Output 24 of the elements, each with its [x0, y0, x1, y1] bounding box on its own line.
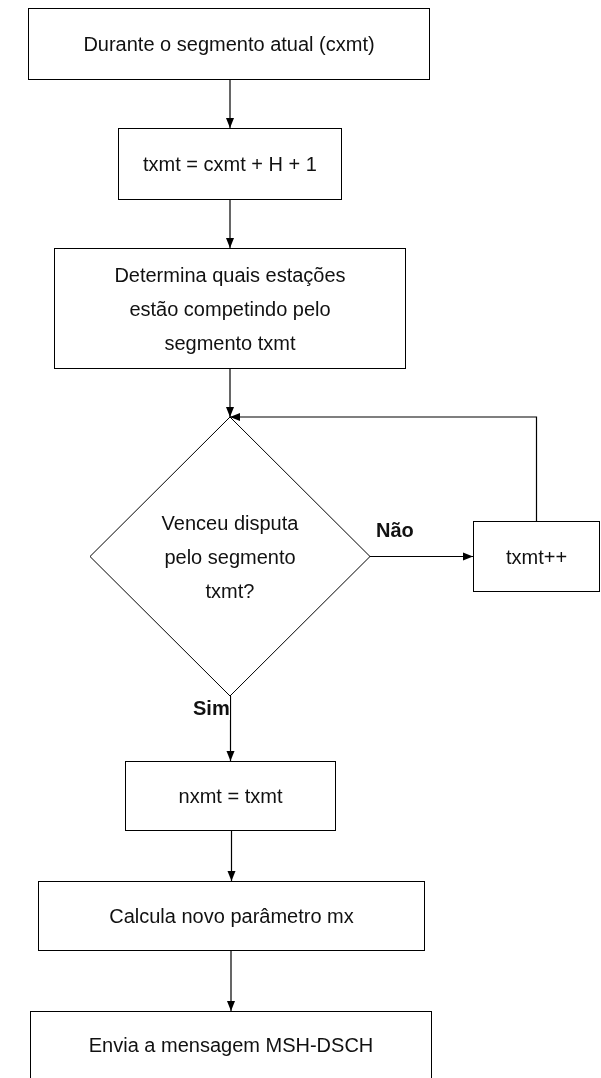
process-box [118, 128, 342, 200]
arrow [226, 695, 235, 762]
arrow [227, 830, 236, 882]
node-text: Determina quais estações estão competindo pelo segmento txmt [113, 262, 347, 356]
arrow [229, 413, 538, 522]
arrow [226, 79, 234, 129]
node-text: nxmt = txmt [177, 784, 284, 809]
node-text: Durante o segmento atual (cxmt) [82, 32, 376, 57]
node-text: txmt++ [504, 544, 569, 570]
process-box [38, 881, 425, 951]
node-text: Venceu disputa pelo segmento txmt? [160, 510, 300, 604]
process-box [28, 8, 430, 80]
node-text: Envia a mensagem MSH-DSCH [87, 1033, 375, 1058]
arrow [369, 552, 474, 561]
process-box [30, 1011, 432, 1078]
arrow [227, 950, 235, 1012]
process-box [54, 248, 406, 369]
node-text: txmt = cxmt + H + 1 [142, 152, 318, 177]
node-text: Calcula novo parâmetro mx [108, 904, 355, 929]
process-box [125, 761, 336, 831]
edge-label: Sim [193, 696, 230, 720]
arrow [226, 199, 234, 249]
arrow [226, 368, 234, 418]
process-box [473, 521, 600, 592]
